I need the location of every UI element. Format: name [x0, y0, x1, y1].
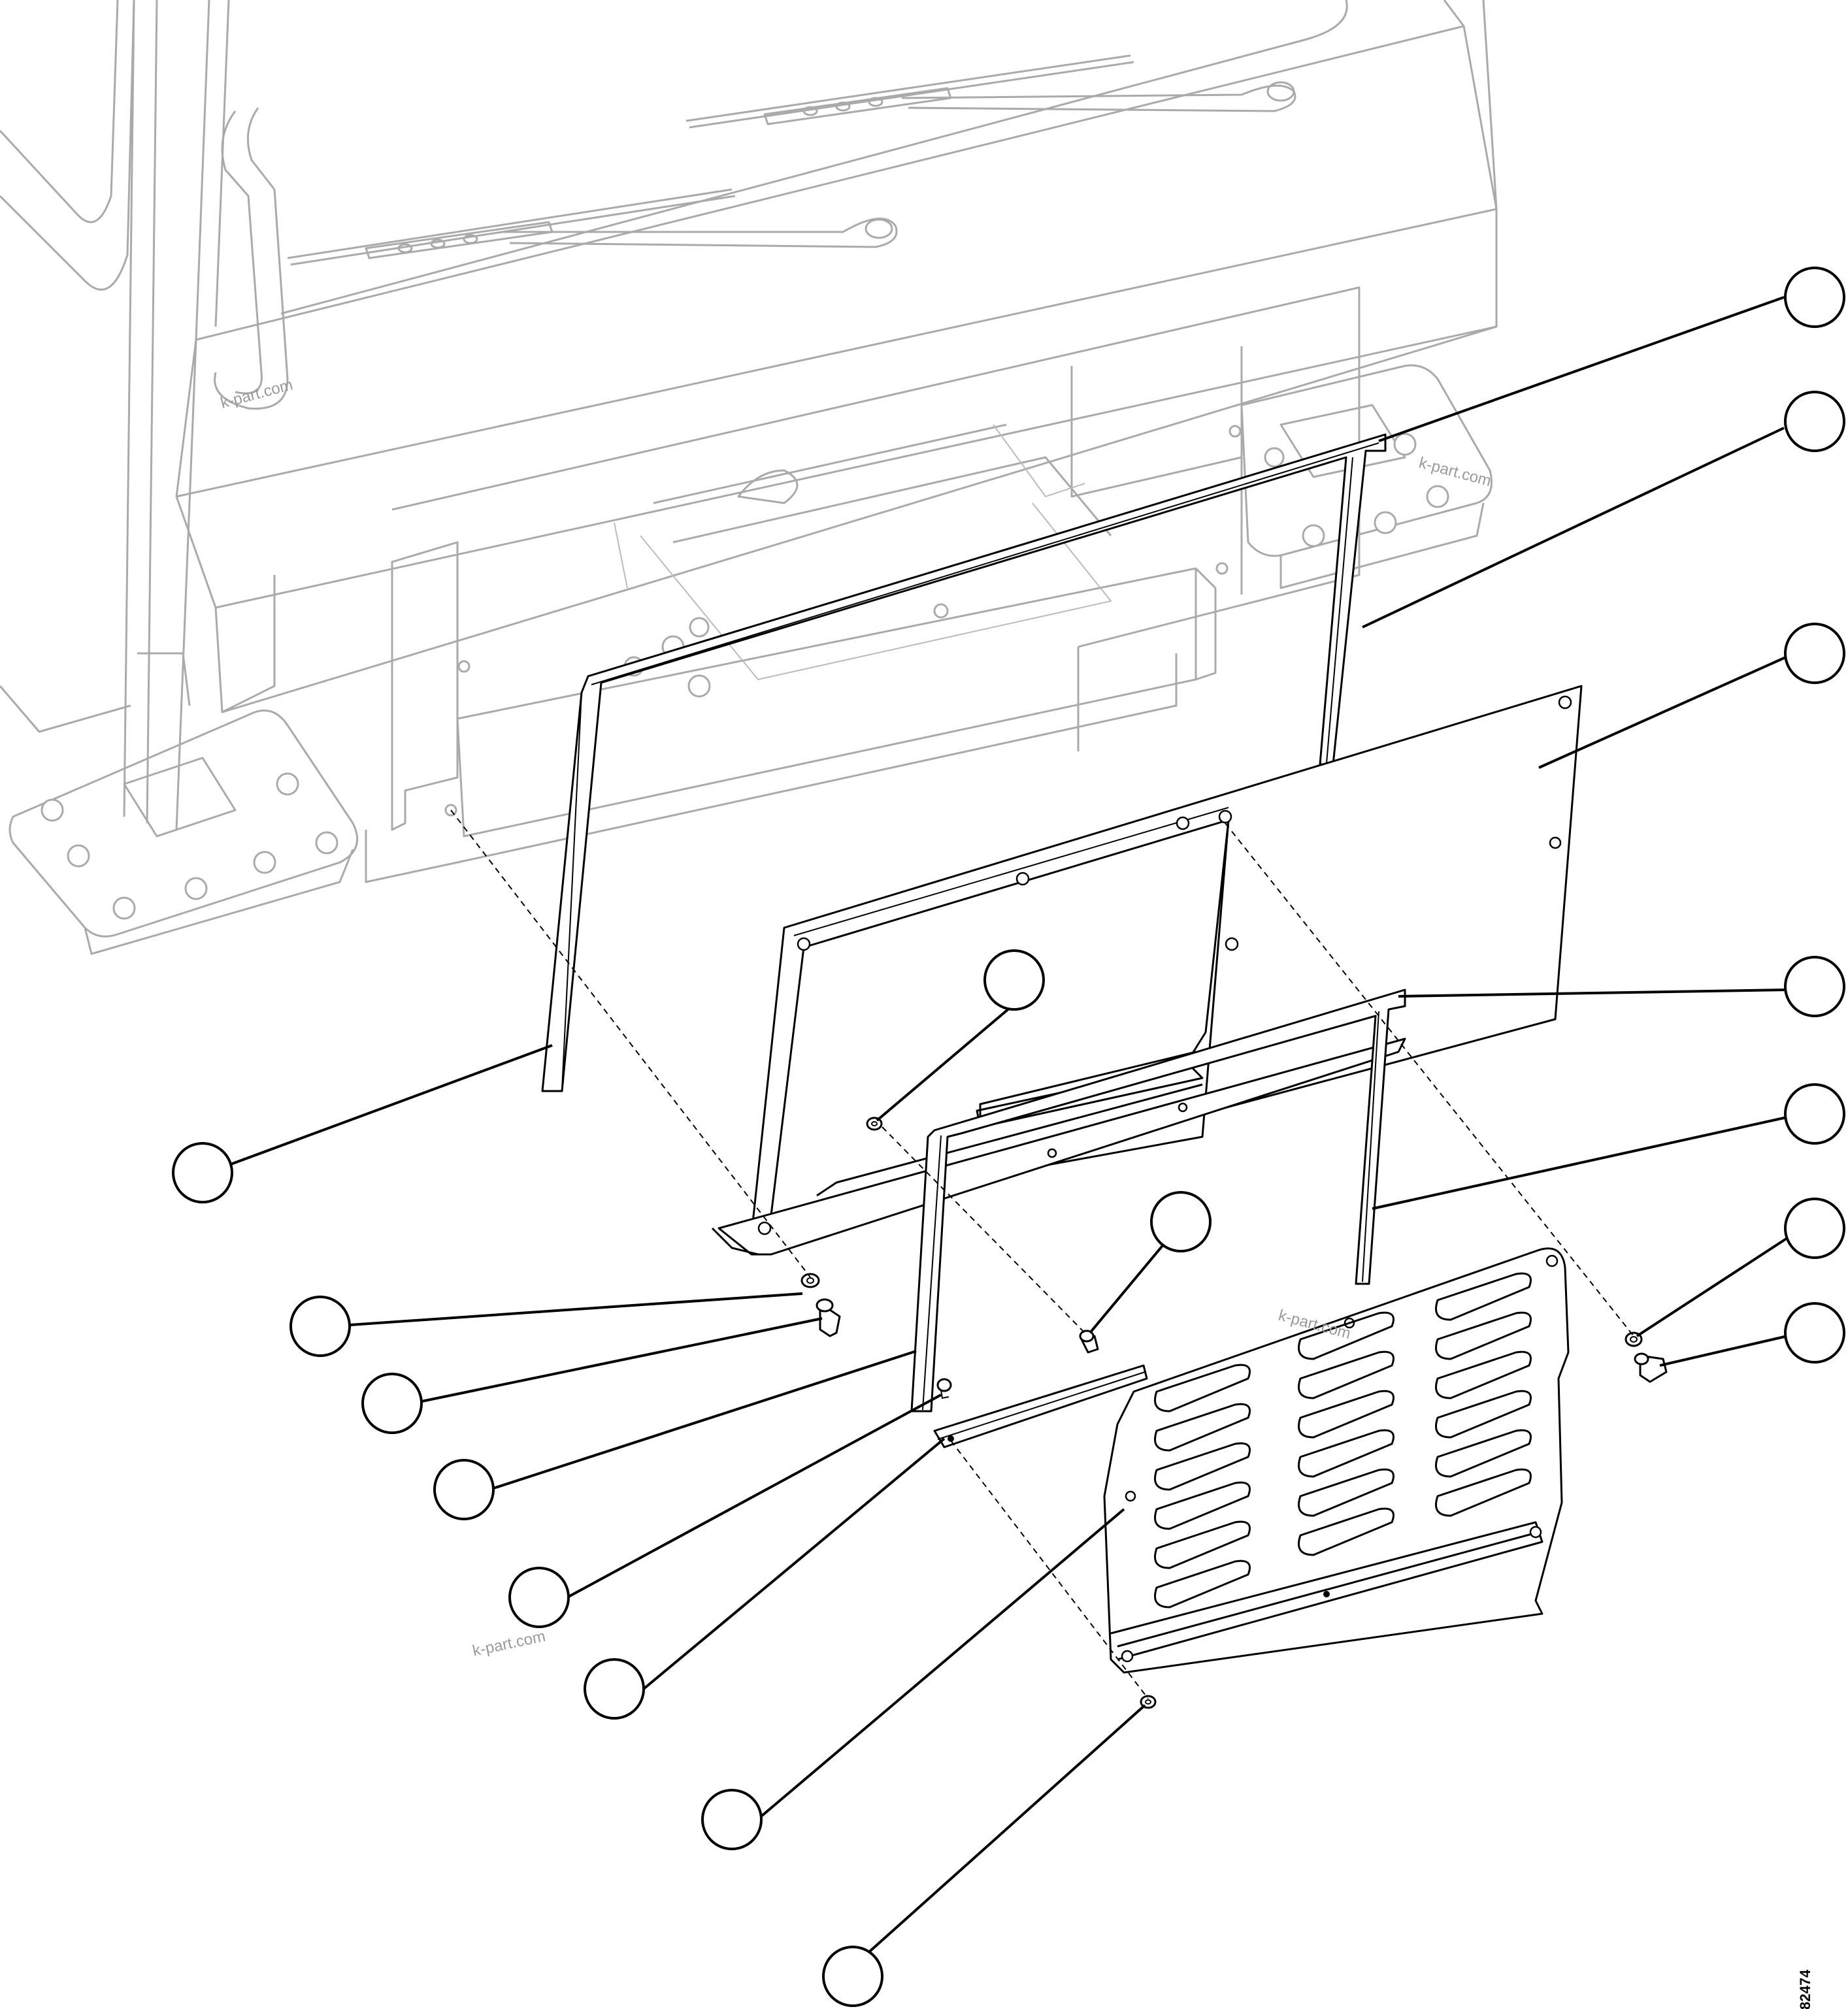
nut-lower-left [936, 1378, 952, 1399]
callout-balloon [983, 949, 1045, 1011]
bolt-right [1634, 1352, 1668, 1383]
callout-balloon [289, 1296, 351, 1357]
callout-balloon [508, 1567, 570, 1628]
callout-balloon [822, 1946, 883, 2007]
washer-left [800, 1273, 820, 1288]
callout-balloon [1784, 956, 1845, 1017]
watermark-text: k-part.com [471, 1627, 547, 1660]
louvers-right-column [1435, 1272, 1532, 1517]
callout-balloon [1784, 1198, 1845, 1259]
callout-balloon [1784, 623, 1845, 684]
callout-balloon [584, 1658, 645, 1720]
callout-balloon [172, 1142, 233, 1203]
louvers-middle-column [1298, 1311, 1394, 1556]
callout-balloon [1784, 1083, 1845, 1145]
wiper-lower [287, 188, 898, 266]
callout-balloon [361, 1373, 423, 1434]
cover-plate [711, 685, 1583, 1256]
callout-balloon [1784, 267, 1845, 328]
callout-balloon [433, 1459, 495, 1520]
alignment-lines [450, 809, 1634, 1699]
callout-balloon [701, 1789, 763, 1850]
callout-balloons [172, 267, 1845, 2007]
watermark-text: k-part.com [219, 376, 295, 412]
callout-balloon [1784, 1302, 1845, 1364]
drawing-code: 82474 [1797, 1969, 1813, 2009]
callout-balloon [1150, 1191, 1212, 1252]
callout-balloon [1784, 391, 1845, 452]
louvered-grille [1103, 1247, 1570, 1674]
lower-u-frame [910, 988, 1406, 1413]
upper-u-frame [541, 433, 1387, 1092]
watermark-text: k-part.com [1417, 454, 1493, 490]
washer-right [1625, 1331, 1643, 1347]
bolt-left [816, 1298, 841, 1337]
cab-front-ghost [0, 0, 1498, 955]
louvers-left-column [1154, 1364, 1251, 1609]
leader-lines [207, 296, 1789, 1968]
clip-center [1079, 1330, 1099, 1354]
wiper-upper [685, 54, 1296, 129]
